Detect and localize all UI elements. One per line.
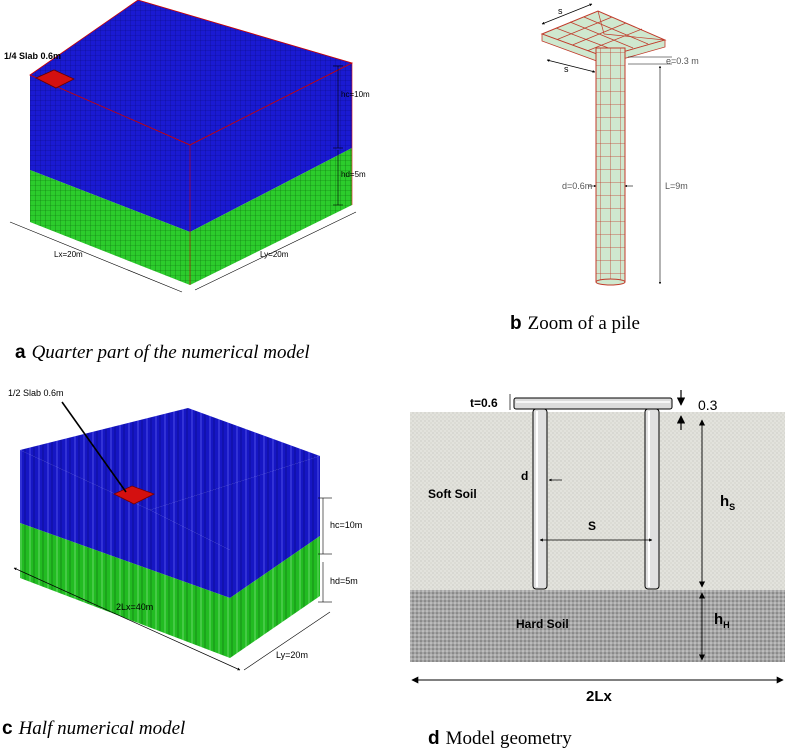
half-ly-label: Ly=20m [276, 650, 308, 660]
quarter-slab-label: 1/4 Slab 0.6m [4, 51, 61, 61]
soft-soil-layer [410, 412, 785, 590]
hh-main: h [714, 611, 723, 628]
right-face-clay [190, 63, 352, 232]
half-model-figure: 1/2 Slab 0.6m hc=10m hd=5m 2Lx=40m Ly=20… [8, 388, 362, 671]
width-label: 2Lx [586, 688, 613, 705]
caption-a-letter: a [15, 342, 26, 363]
right-face-sand [190, 148, 352, 285]
s-spacing-label: S [588, 519, 596, 533]
half-top-face [20, 408, 320, 510]
hs-label: hS [720, 493, 735, 512]
pile-zoom-figure: s s e=0.3 m d=0.6m L=9m [540, 3, 699, 286]
t-label: t=0.6 [470, 396, 498, 410]
caption-a-text: Quarter part of the numerical model [31, 342, 310, 363]
lx-label: Lx=20m [54, 250, 83, 259]
caption-d-letter: d [428, 728, 440, 749]
panel-d-geometry: t=0.6 0.3 d Soft Soil S Hard Soil hS hH … [400, 380, 785, 710]
e-thickness-label: 0.3 [698, 397, 718, 413]
s-side-label: s [564, 64, 569, 74]
half-right-face-clay [150, 456, 320, 598]
caption-d-text: Model geometry [445, 728, 572, 749]
caption-c-text: Half numerical model [18, 718, 186, 739]
hh-sub: H [723, 620, 730, 630]
pile-cap-slab [513, 397, 673, 410]
hs-sub: S [729, 502, 735, 512]
quarter-model-figure: 1/4 Slab 0.6m hc=10m hd=5m Lx=20m Ly=20m [4, 0, 370, 293]
hh-label: hH [714, 611, 730, 630]
hc-label: hc=10m [341, 90, 370, 99]
model-geometry-figure: t=0.6 0.3 d Soft Soil S Hard Soil hS hH … [410, 390, 785, 705]
caption-b-text: Zoom of a pile [527, 313, 640, 334]
panel-b-pile-zoom: s s e=0.3 m d=0.6m L=9m [520, 0, 730, 300]
quarter-slab [35, 69, 75, 89]
hard-soil-layer [410, 590, 785, 662]
soft-soil-label: Soft Soil [428, 487, 477, 501]
half-hd-label: hd=5m [330, 576, 358, 586]
pile-right [644, 408, 660, 590]
panel-a-quarter-model: 1/4 Slab 0.6m hc=10m hd=5m Lx=20m Ly=20m [0, 0, 390, 300]
pile-left [532, 408, 548, 590]
d-label: d=0.6m [562, 181, 592, 191]
caption-b-letter: b [510, 313, 522, 334]
e-label: e=0.3 m [666, 56, 699, 66]
panel-c-half-model: 1/2 Slab 0.6m hc=10m hd=5m 2Lx=40m Ly=20… [0, 368, 400, 688]
left-face-sand [30, 170, 190, 285]
d-label: d [521, 469, 528, 483]
ly-label: Ly=20m [260, 250, 289, 259]
half-lx-label: 2Lx=40m [116, 602, 153, 612]
half-hc-label: hc=10m [330, 520, 362, 530]
half-left-face-clay [20, 450, 230, 598]
hs-main: h [720, 493, 729, 510]
half-right-face-sand [230, 536, 320, 658]
s-top-label: s [558, 6, 563, 16]
hd-label: hd=5m [341, 170, 366, 179]
caption-c-letter: c [2, 718, 13, 739]
half-slab-label: 1/2 Slab 0.6m [8, 388, 64, 398]
L-label: L=9m [665, 181, 688, 191]
pile-shaft [595, 47, 626, 283]
hard-soil-label: Hard Soil [516, 617, 569, 631]
left-face-clay [30, 75, 190, 232]
